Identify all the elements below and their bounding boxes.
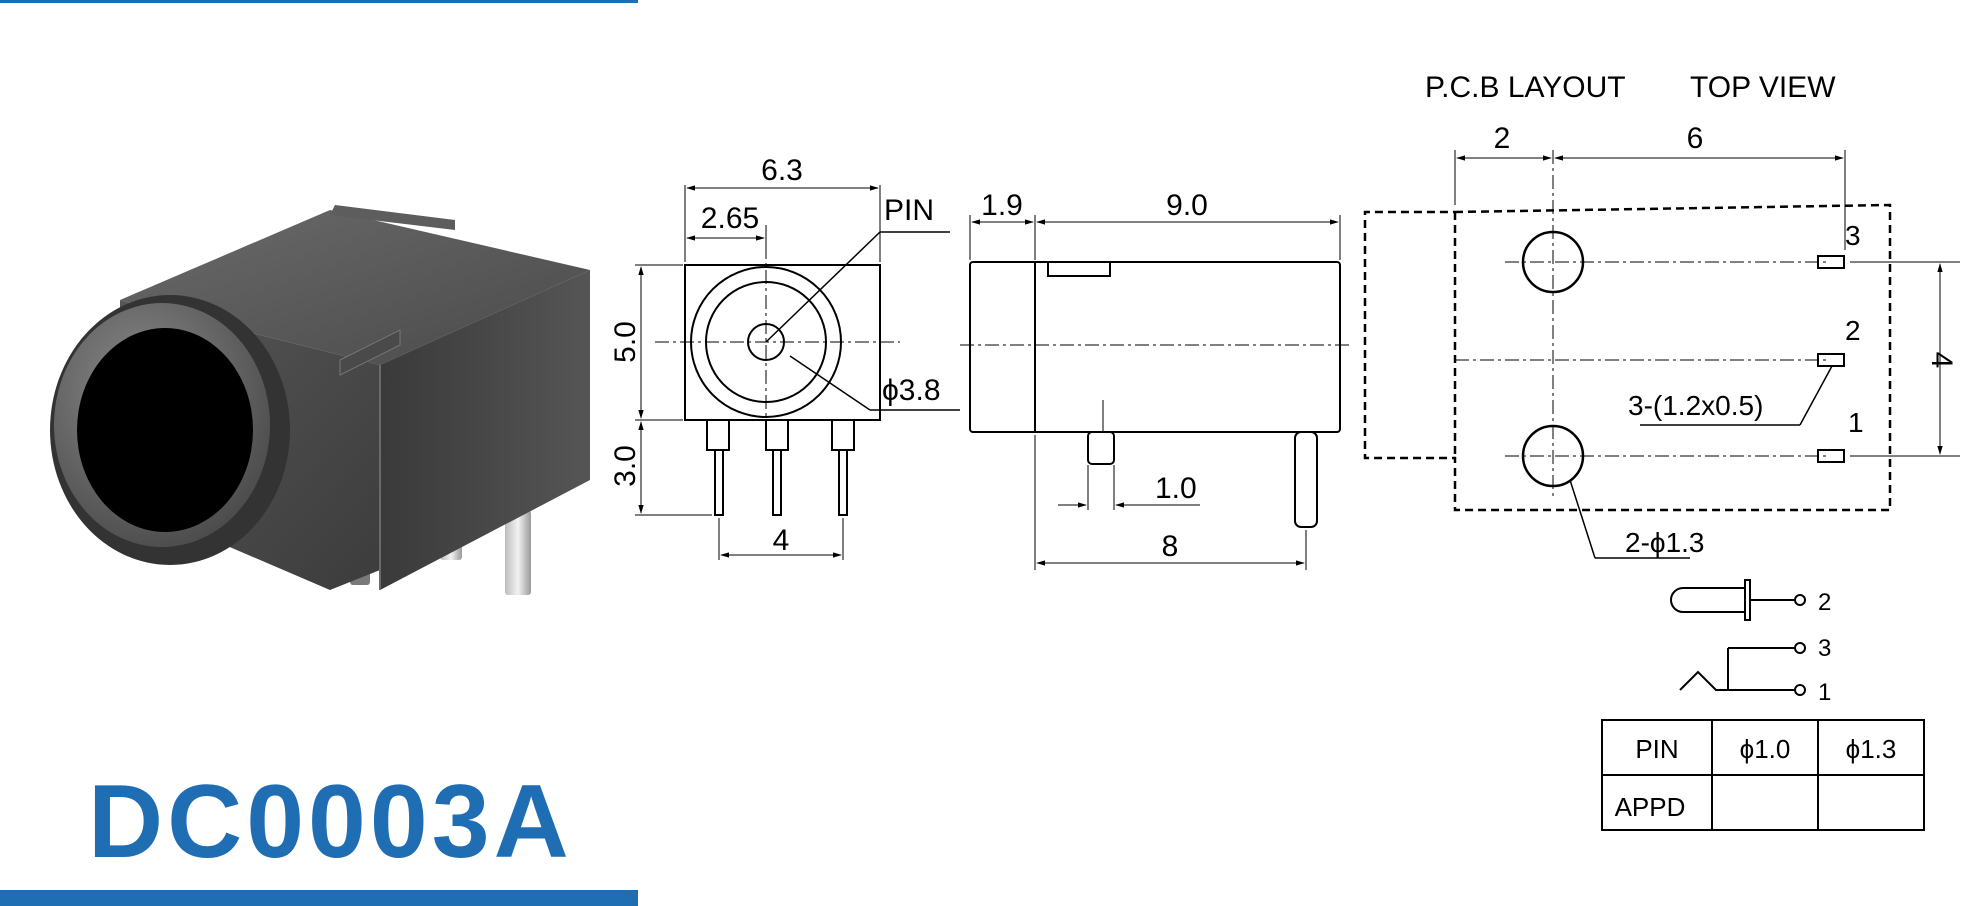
front-height-label: 5.0 (609, 321, 642, 363)
schematic-terminal-1: 1 (1818, 679, 1831, 706)
pcb-layout (1363, 150, 1960, 559)
pcb-dim-height: 4 (1925, 352, 1958, 369)
side-length-label: 9.0 (1166, 189, 1208, 222)
pcb-pin-3: 3 (1845, 220, 1861, 251)
table-header-pin: PIN (1635, 734, 1678, 764)
pcb-hole-label: 2-ϕ1.3 (1625, 527, 1705, 558)
front-width-label: 6.3 (761, 154, 803, 187)
front-pin-length-label: 3.0 (609, 445, 642, 487)
bottom-accent-bar (0, 890, 638, 906)
pcb-dim-left: 2 (1494, 122, 1511, 155)
side-pin-offset-label: 8 (1162, 530, 1179, 563)
pcb-dim-right: 6 (1687, 122, 1704, 155)
front-pin-spacing-label: 4 (773, 524, 790, 557)
pcb-pin-2: 2 (1845, 315, 1861, 346)
front-diameter-label: ϕ3.8 (882, 374, 941, 407)
top-accent-bar (0, 0, 638, 3)
schematic-terminal-3: 3 (1818, 635, 1831, 662)
table-row-appd-label: APPD (1615, 792, 1686, 822)
front-view (635, 185, 960, 560)
pin-label: PIN (884, 194, 934, 227)
side-view (960, 215, 1350, 570)
schematic-symbol (1670, 579, 1806, 696)
part-number-title: DC0003A (88, 764, 573, 880)
schematic-terminal-2: 2 (1818, 589, 1831, 616)
pcb-pin-1: 1 (1848, 407, 1864, 438)
pin-table (1601, 719, 1925, 831)
side-front-depth-label: 1.9 (981, 189, 1023, 222)
side-pin-width-label: 1.0 (1155, 472, 1197, 505)
jack-barrel (50, 295, 290, 565)
pcb-slot-label: 3-(1.2x0.5) (1628, 390, 1763, 421)
front-offset-label: 2.65 (701, 202, 759, 235)
product-photo (50, 205, 590, 595)
top-view-title: TOP VIEW (1690, 71, 1836, 104)
pcb-layout-title: P.C.B LAYOUT (1425, 71, 1626, 104)
table-header-col-1: ϕ1.0 (1740, 734, 1791, 764)
table-header-col-2: ϕ1.3 (1846, 734, 1897, 764)
